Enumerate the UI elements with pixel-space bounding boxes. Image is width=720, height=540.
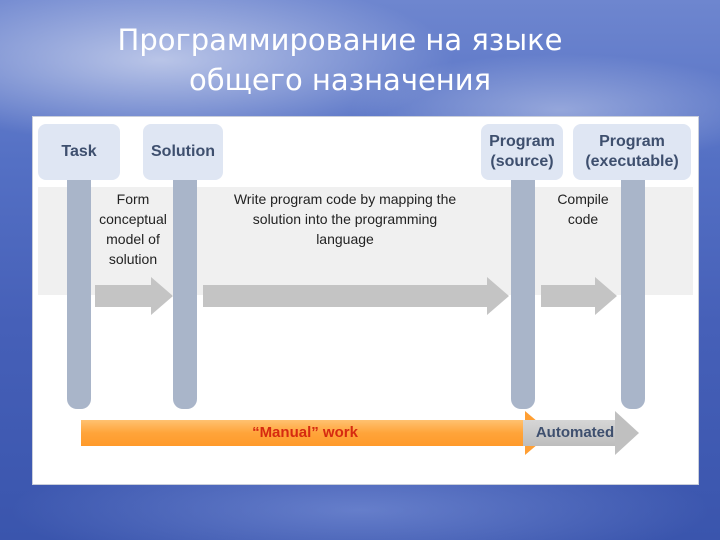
form-step-line-2: conceptual	[99, 211, 167, 227]
compile-step-line-1: Compile	[557, 191, 609, 207]
write-step-line-3: language	[316, 231, 374, 247]
automated-arrow: Automated	[523, 411, 643, 455]
solution-header: Solution	[143, 124, 223, 180]
write-step-arrow	[203, 277, 511, 315]
process-band	[38, 187, 693, 295]
solution-header-label: Solution	[151, 143, 215, 160]
task-header-label: Task	[61, 143, 97, 160]
manual-work-arrow: “Manual” work	[81, 411, 551, 455]
program-source-header: Program (source)	[481, 124, 563, 180]
program-executable-header: Program (executable)	[573, 124, 691, 180]
manual-work-label: “Manual” work	[252, 424, 358, 441]
automated-label: Automated	[535, 424, 615, 441]
slide-title-line-1: Программирование на языке	[117, 23, 563, 57]
program-source-column-bar	[511, 177, 535, 409]
form-step-line-4: solution	[108, 251, 158, 267]
task-header: Task	[38, 124, 120, 180]
form-step-line-3: model of	[106, 231, 160, 247]
program-executable-label-line-1: Program	[599, 133, 665, 150]
compile-step-text: Compile code	[541, 189, 625, 229]
task-column-bar	[67, 177, 91, 409]
form-step-line-1: Form	[116, 191, 150, 207]
write-step-line-2: solution into the programming	[252, 211, 438, 227]
program-executable-label-line-2: (executable)	[585, 153, 679, 170]
program-source-label-line-1: Program	[489, 133, 555, 150]
compile-step-arrow	[541, 277, 621, 315]
write-step-line-1: Write program code by mapping the	[233, 191, 457, 207]
form-model-step-text: Form conceptual model of solution	[91, 189, 175, 269]
program-source-label-line-2: (source)	[490, 153, 554, 170]
write-code-step-text: Write program code by mapping the soluti…	[215, 189, 475, 249]
slide-title: Программирование на языке общего назначе…	[40, 20, 640, 100]
form-step-arrow	[95, 277, 175, 315]
diagram-panel: Task Solution Program (source) Program (…	[32, 116, 699, 485]
program-executable-column-bar	[621, 177, 645, 409]
slide-title-line-2: общего назначения	[188, 63, 492, 97]
compile-step-line-2: code	[567, 211, 599, 227]
solution-column-bar	[173, 177, 197, 409]
